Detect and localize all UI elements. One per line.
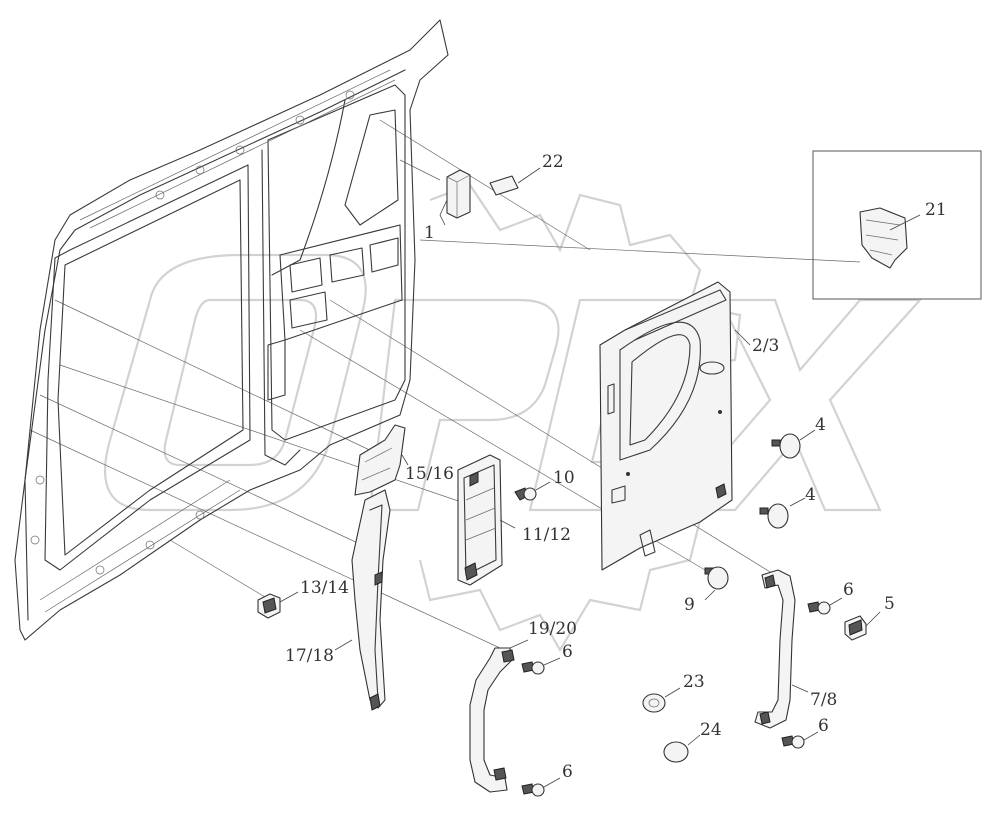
label-1: 1 — [424, 223, 435, 243]
leader-lines — [29, 119, 861, 649]
part-9-clip — [704, 566, 729, 590]
part-6-screw-a — [521, 661, 545, 675]
label-19-20: 19/20 — [528, 619, 577, 639]
label-21: 21 — [925, 200, 947, 220]
label-leaders — [279, 167, 921, 788]
part-4-clip-upper — [771, 433, 801, 459]
label-9: 9 — [684, 595, 695, 615]
detail-box — [812, 150, 982, 300]
part-11-12-module — [457, 454, 503, 586]
callout-labels: 22 21 1 2/3 4 4 10 15/16 11/12 9 6 5 13/… — [285, 152, 947, 782]
label-7-8: 7/8 — [810, 690, 837, 710]
label-22: 22 — [542, 152, 564, 172]
part-13-14-cap — [257, 593, 281, 619]
label-11-12: 11/12 — [522, 525, 571, 545]
label-6-lower-right: 6 — [818, 716, 829, 736]
label-6-handle-bottom: 6 — [562, 762, 573, 782]
label-6-handle-top: 6 — [562, 642, 573, 662]
label-5: 5 — [884, 594, 895, 614]
label-17-18: 17/18 — [285, 646, 334, 666]
part-6-screw-d — [781, 735, 805, 749]
label-24: 24 — [700, 720, 722, 740]
part-22-pad — [489, 175, 519, 196]
part-24-disc — [663, 741, 689, 763]
part-6-screw-b — [521, 783, 545, 797]
part-23-washer — [642, 693, 666, 713]
part-6-screw-c — [807, 601, 831, 615]
part-1-block — [446, 169, 471, 219]
label-15-16: 15/16 — [405, 464, 454, 484]
part-17-18-pillar — [351, 489, 391, 711]
label-2-3: 2/3 — [752, 336, 779, 356]
part-15-16-trim — [354, 424, 406, 496]
part-10-screw — [514, 487, 537, 501]
part-2-3-trim-panel — [599, 281, 733, 571]
part-5-clip — [844, 615, 867, 641]
label-23: 23 — [683, 672, 705, 692]
label-6-upper-right: 6 — [843, 580, 854, 600]
part-4-clip-lower — [759, 503, 789, 529]
part-7-8-handle — [754, 569, 796, 729]
watermark-logo — [103, 183, 923, 653]
label-4-upper: 4 — [815, 415, 826, 435]
label-4-lower: 4 — [805, 485, 816, 505]
label-13-14: 13/14 — [300, 578, 349, 598]
side-frame — [14, 19, 449, 641]
part-19-20-handle — [469, 647, 515, 793]
label-10: 10 — [553, 468, 575, 488]
